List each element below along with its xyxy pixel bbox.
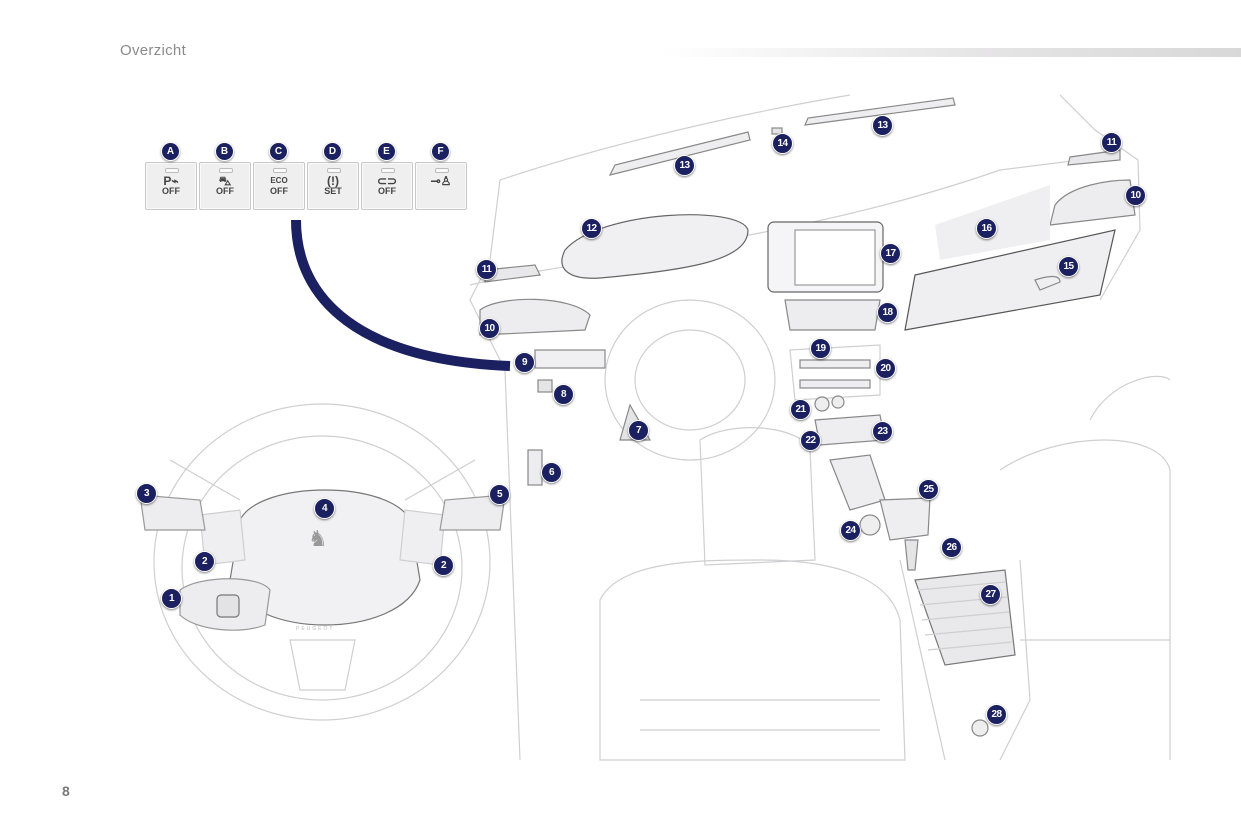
callout-21: 21 — [790, 399, 811, 420]
callout-16: 16 — [976, 218, 997, 239]
steering-wheel-drawing — [139, 403, 506, 721]
callout-10-right: 10 — [1125, 185, 1146, 206]
callout-9: 9 — [514, 352, 535, 373]
indicator-led — [327, 168, 341, 173]
callout-19: 19 — [810, 338, 831, 359]
callout-13-right: 13 — [872, 115, 893, 136]
callout-15: 15 — [1058, 256, 1079, 277]
switch-button-f: ⊸♙ — [415, 162, 467, 210]
steering-brand-text: PEUGEOT — [296, 626, 335, 632]
indicator-led — [219, 168, 233, 173]
indicator-led — [273, 168, 287, 173]
callout-20: 20 — [875, 358, 896, 379]
callout-24: 24 — [840, 520, 861, 541]
lane-departure-off-icon: ⛍OFF — [216, 174, 234, 196]
callout-4: 4 — [314, 498, 335, 519]
callout-7: 7 — [628, 420, 649, 441]
switch-button-a: P⌁OFF — [145, 162, 197, 210]
tyre-pressure-set-icon: (!)SET — [324, 174, 342, 196]
callout-5: 5 — [489, 484, 510, 505]
callout-3: 3 — [136, 483, 157, 504]
callout-22: 22 — [800, 430, 821, 451]
dashboard-drawing — [469, 94, 1171, 761]
callout-6: 6 — [541, 462, 562, 483]
callout-25: 25 — [918, 479, 939, 500]
callout-12: 12 — [581, 218, 602, 239]
switch-button-b: ⛍OFF — [199, 162, 251, 210]
section-title: Overzicht — [120, 42, 187, 59]
indicator-led — [381, 168, 395, 173]
callout-letter-a: A — [161, 142, 180, 161]
callout-27: 27 — [980, 584, 1001, 605]
callout-letter-b: B — [215, 142, 234, 161]
callout-8: 8 — [553, 384, 574, 405]
callout-letter-f: F — [431, 142, 450, 161]
callout-11-left: 11 — [476, 259, 497, 280]
callout-letter-d: D — [323, 142, 342, 161]
callout-13-left: 13 — [674, 155, 695, 176]
callout-10-left: 10 — [479, 318, 500, 339]
connector-line — [291, 219, 511, 371]
switch-button-d: (!)SET — [307, 162, 359, 210]
child-lock-icon: ⊸♙ — [430, 174, 452, 188]
page-number: 8 — [62, 783, 70, 799]
switch-button-e: ⊂⊃OFF — [361, 162, 413, 210]
callout-26: 26 — [941, 537, 962, 558]
callout-28: 28 — [986, 704, 1007, 725]
callout-1: 1 — [161, 588, 182, 609]
callout-11-right: 11 — [1101, 132, 1122, 153]
callout-letter-c: C — [269, 142, 288, 161]
callout-17: 17 — [880, 243, 901, 264]
park-assist-off-icon: P⌁OFF — [162, 174, 180, 196]
header-gradient-bar — [660, 48, 1241, 57]
callout-2-left: 2 — [194, 551, 215, 572]
callout-14: 14 — [772, 133, 793, 154]
callout-2-right: 2 — [433, 555, 454, 576]
indicator-led — [435, 168, 449, 173]
callout-23: 23 — [872, 421, 893, 442]
alarm-off-icon: ⊂⊃OFF — [376, 174, 398, 196]
indicator-led — [165, 168, 179, 173]
peugeot-lion-logo-icon: ♞ — [308, 526, 328, 551]
callout-letter-e: E — [377, 142, 396, 161]
callout-18: 18 — [877, 302, 898, 323]
